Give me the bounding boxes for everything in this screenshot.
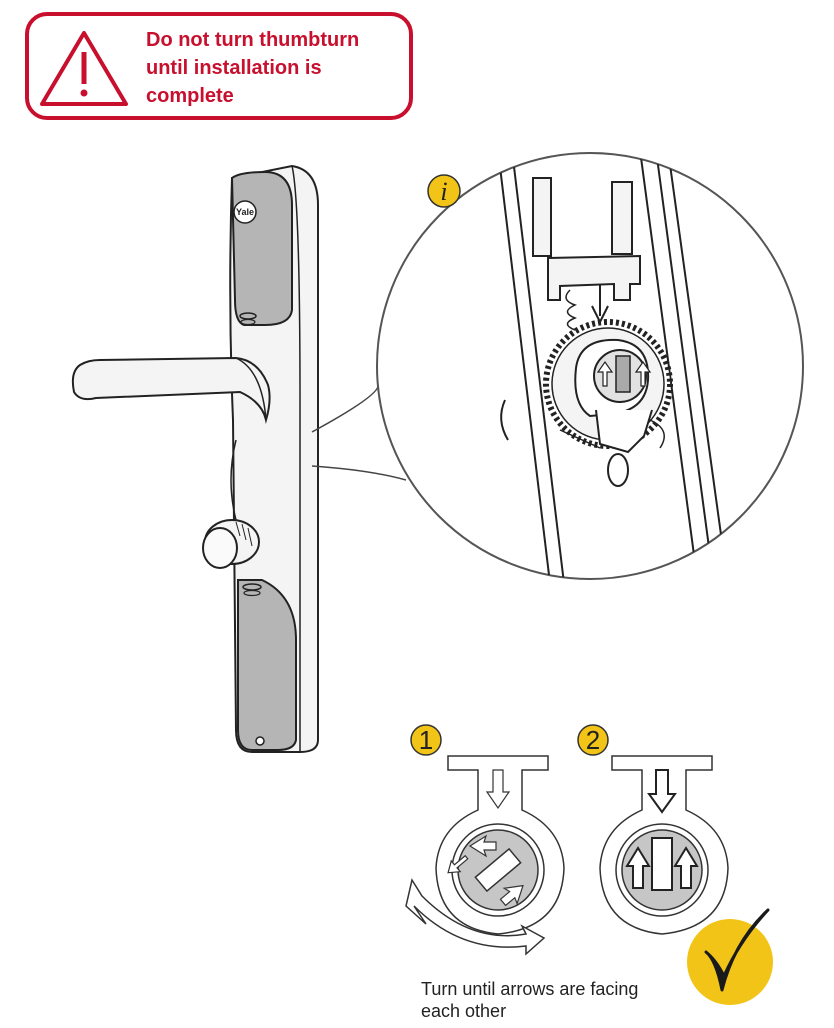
svg-text:Yale: Yale	[236, 207, 254, 217]
step-1-badge: 1	[410, 724, 442, 756]
svg-text:1: 1	[419, 725, 433, 755]
thumbturn-knob	[202, 519, 260, 569]
lock-body: Yale	[71, 164, 319, 753]
info-icon: i	[427, 174, 461, 208]
warning-message: Do not turn thumbturn until installation…	[146, 26, 396, 110]
rotate-arrow-icon	[405, 878, 546, 956]
svg-text:2: 2	[586, 725, 600, 755]
step-1-diagram: 1	[410, 724, 565, 935]
checkmark-icon	[687, 908, 773, 1005]
step-caption: Turn until arrows are facing each other	[421, 978, 721, 1022]
step-2-badge: 2	[577, 724, 609, 756]
warning-triangle-icon	[40, 31, 128, 106]
warning-line-1: Do not turn thumbturn	[146, 29, 360, 51]
svg-text:i: i	[440, 177, 447, 206]
warning-line-3: complete	[146, 85, 234, 107]
yale-logo: Yale	[233, 200, 257, 224]
magnified-detail	[311, 152, 804, 580]
top-cover	[230, 170, 293, 326]
step-2-diagram: 2	[577, 724, 729, 935]
caption-line-2: each other	[421, 1001, 507, 1021]
caption-line-1: Turn until arrows are facing	[421, 979, 639, 999]
bottom-cover	[237, 579, 297, 751]
warning-line-2: until installation is	[146, 57, 322, 79]
